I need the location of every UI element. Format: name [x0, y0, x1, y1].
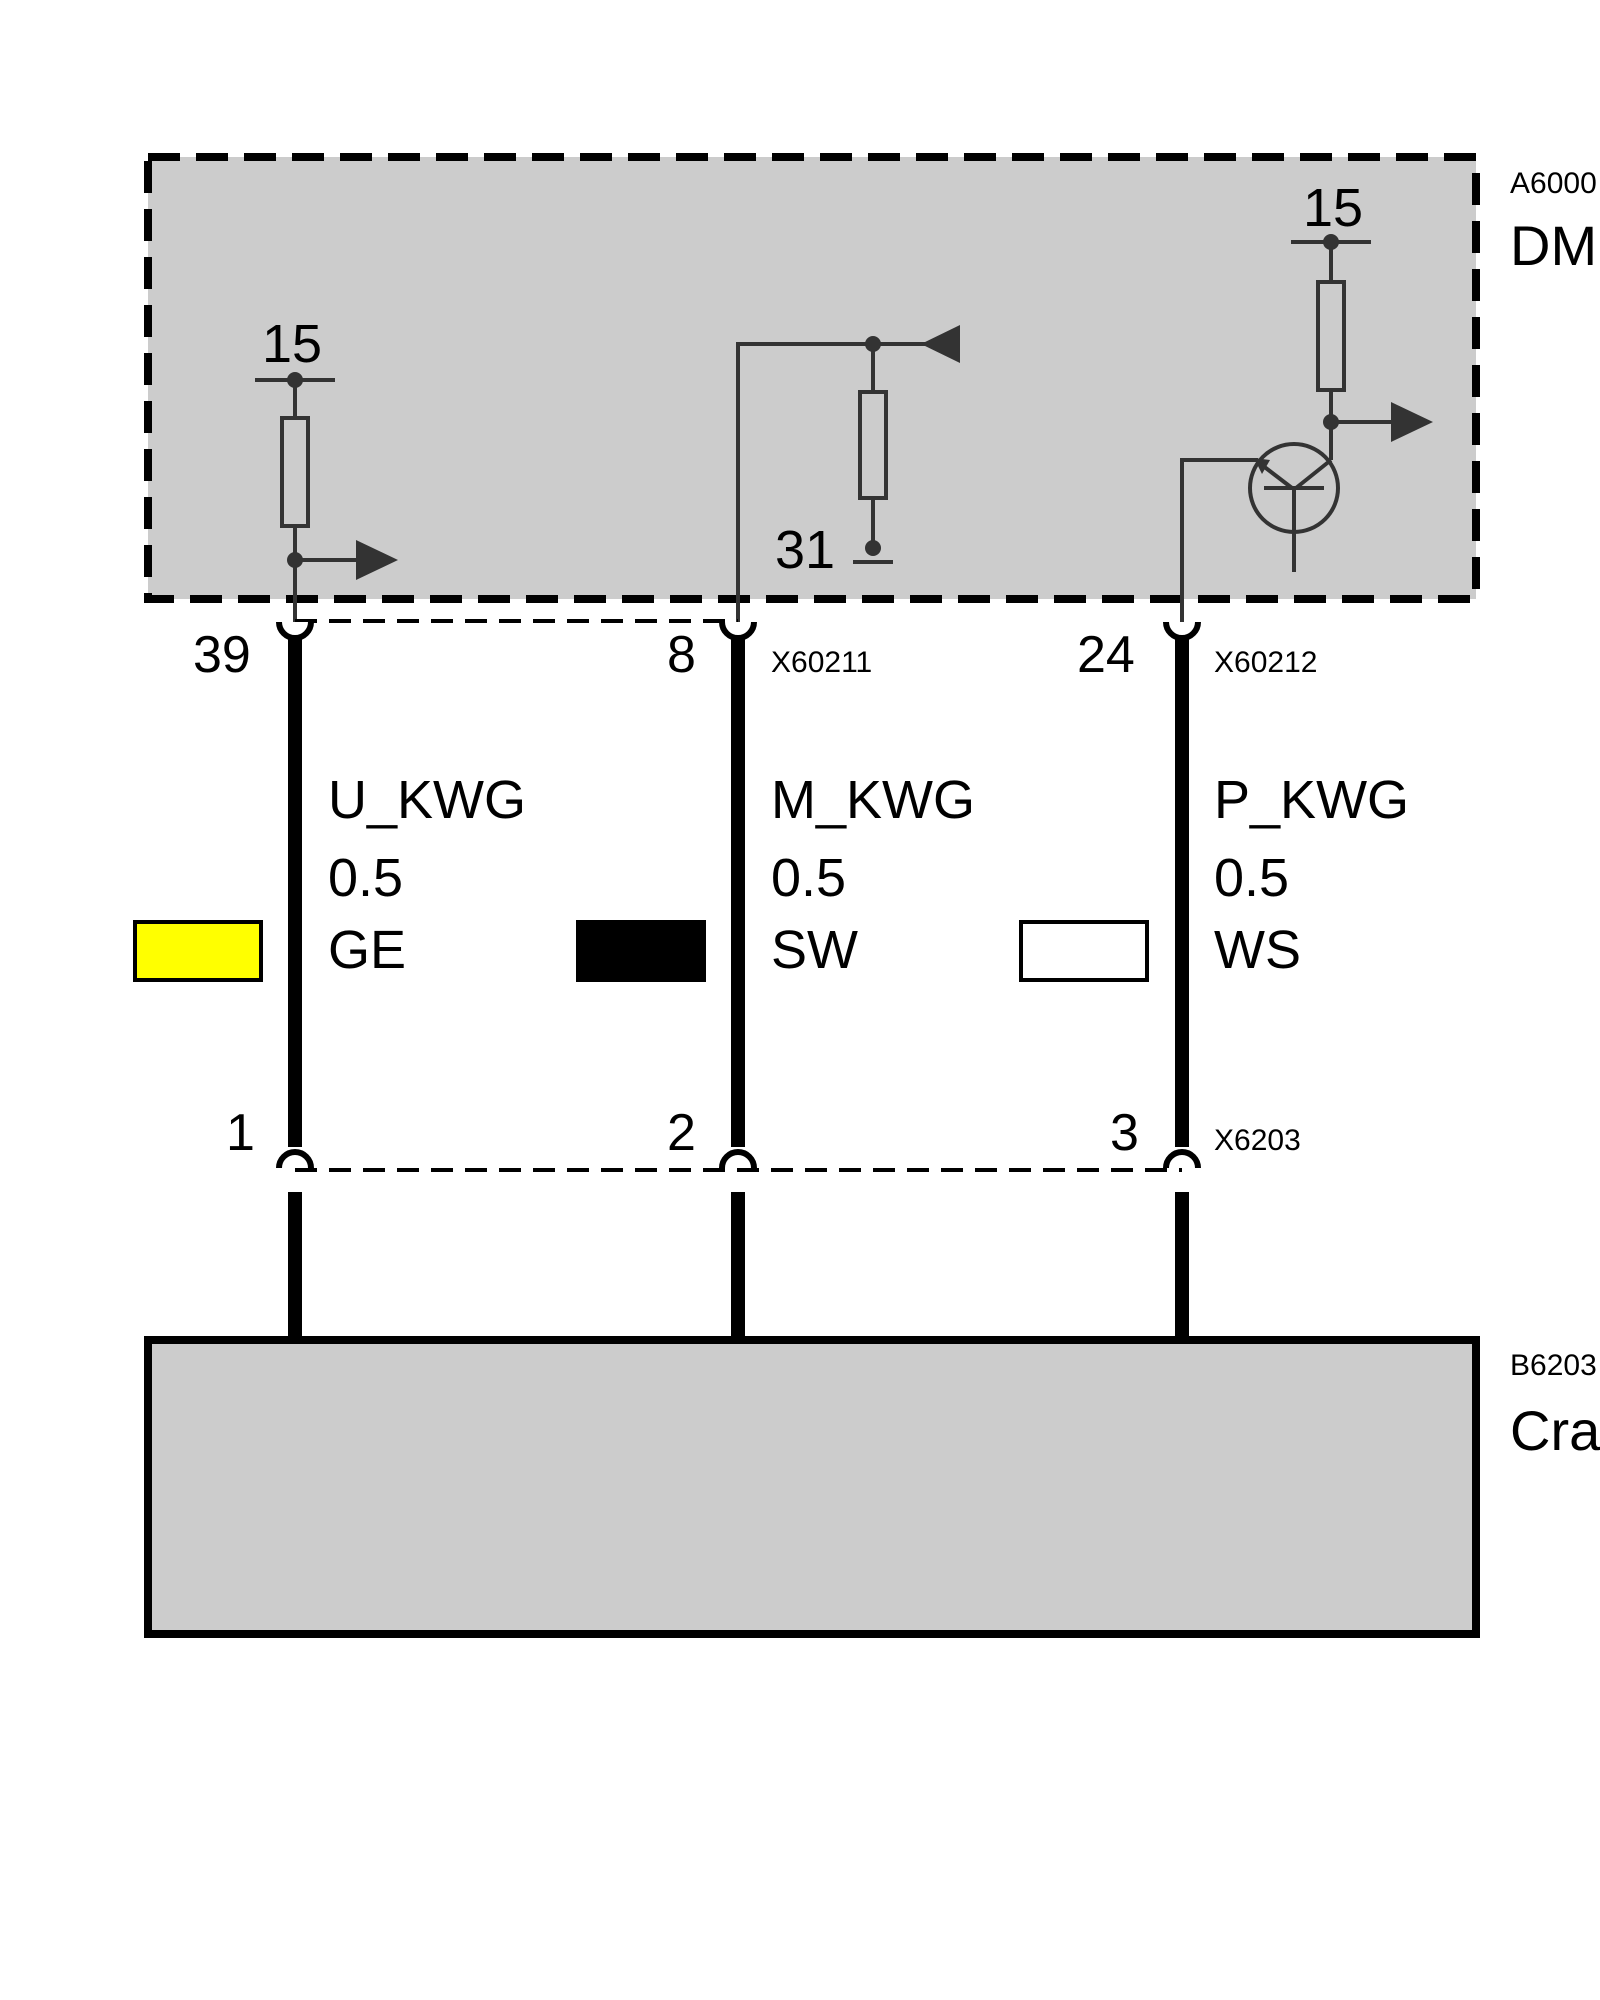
module-a6000-body [148, 157, 1476, 599]
internal-circuit-right [1180, 234, 1433, 625]
resistor-middle [858, 390, 888, 500]
resistor-left [280, 416, 310, 528]
pin-top-number-3: 24 [1077, 626, 1135, 684]
module-b6203-name: Cra [1510, 1399, 1600, 1462]
pin-bottom-number-3: 3 [1110, 1104, 1139, 1162]
wire-signal-3: P_KWG [1214, 770, 1409, 830]
pin-bottom-number-2: 2 [667, 1104, 696, 1162]
pin-bottom-2[interactable] [719, 1149, 757, 1169]
module-a6000-code: A6000 [1510, 167, 1597, 200]
module-b6203-code: B6203 [1510, 1349, 1597, 1382]
wire-gauge-2: 0.5 [771, 848, 846, 908]
supply-label-right: 15 [1303, 178, 1363, 238]
module-a6000-name: DM [1510, 214, 1597, 277]
wire-gauge-1: 0.5 [328, 848, 403, 908]
wire-color-swatch-ws [1019, 920, 1149, 982]
internal-circuit-left [255, 372, 398, 625]
resistor-right [1316, 280, 1346, 392]
connector-label-top-right: X60212 [1214, 646, 1317, 679]
arrow-right-icon [1391, 402, 1433, 442]
pin-top-24[interactable] [1163, 621, 1201, 641]
wire-color-swatch-ge [133, 920, 263, 982]
pin-top-39[interactable] [276, 621, 314, 641]
pin-top-number-1: 39 [193, 626, 251, 684]
ground-label: 31 [775, 520, 835, 580]
wire-color-code-2: SW [771, 920, 858, 980]
pin-bottom-3[interactable] [1163, 1149, 1201, 1169]
module-a6000-boundary [144, 153, 1480, 603]
connector-label-top-left: X60211 [771, 646, 872, 679]
module-a6000[interactable] [144, 153, 1480, 603]
arrow-right-icon [356, 540, 398, 580]
pin-bottom-1[interactable] [276, 1149, 314, 1169]
wire-signal-1: U_KWG [328, 770, 526, 830]
pin-top-number-2: 8 [667, 626, 696, 684]
pin-top-8[interactable] [719, 621, 757, 641]
wire-gauge-3: 0.5 [1214, 848, 1289, 908]
wire-signal-2: M_KWG [771, 770, 975, 830]
supply-label-left: 15 [262, 314, 322, 374]
wire-color-code-3: WS [1214, 920, 1301, 980]
arrow-left-icon [921, 325, 960, 363]
module-b6203[interactable] [144, 1336, 1480, 1638]
connector-label-bottom: X6203 [1214, 1124, 1301, 1157]
internal-circuit-middle [736, 325, 960, 625]
wire-color-code-1: GE [328, 920, 406, 980]
wire-color-swatch-sw [576, 920, 706, 982]
pin-bottom-number-1: 1 [226, 1104, 255, 1162]
